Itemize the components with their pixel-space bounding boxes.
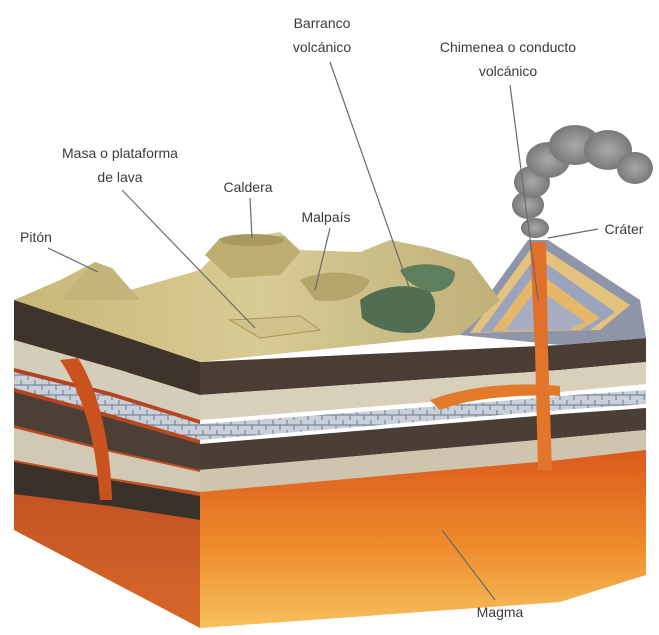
label-masa-line2: de lava [97,169,142,185]
label-caldera: Caldera [223,179,272,195]
block-front-face [14,300,646,628]
leader-crater [548,229,598,238]
label-malpais: Malpaís [301,209,350,225]
label-crater: Cráter [605,221,644,237]
leader-caldera [250,198,252,238]
label-piton: Pitón [20,229,52,245]
label-chimenea-line2: volcánico [479,63,538,79]
leader-piton [48,248,98,272]
label-chimenea-line1: Chimenea o conducto [440,39,576,55]
label-barranco-line2: volcánico [293,39,352,55]
label-magma: Magma [477,604,524,620]
label-barranco-line1: Barranco [294,15,351,31]
label-masa-line1: Masa o plataforma [62,145,178,161]
